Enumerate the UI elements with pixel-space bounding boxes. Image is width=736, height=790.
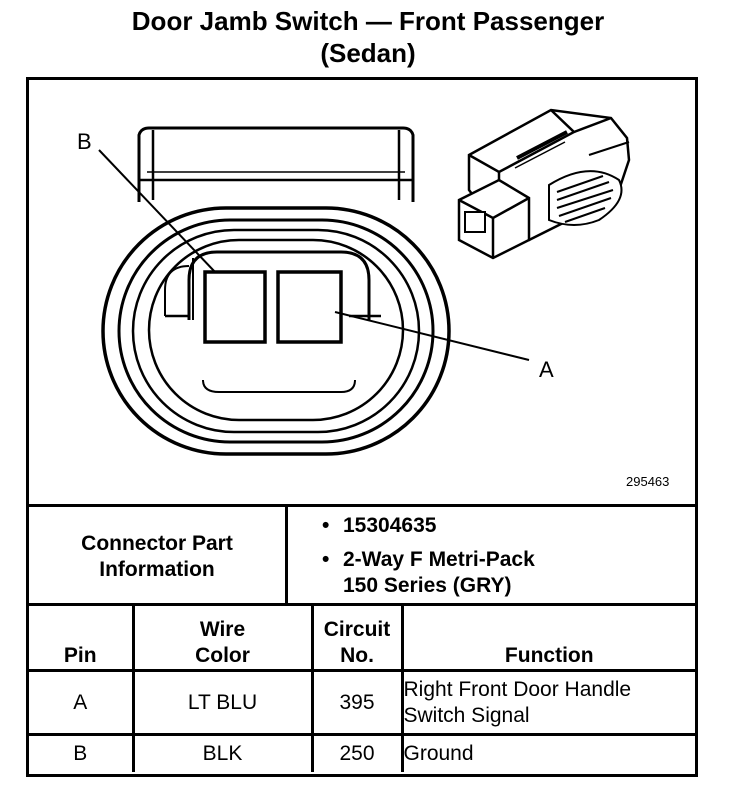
leader-a (334, 311, 530, 361)
page-title: Door Jamb Switch — Front Passenger (131, 6, 605, 36)
connector-series: 150 Series (GRY) (343, 574, 512, 597)
connector-type: 2-Way F Metri-Pack (343, 548, 535, 571)
pin-cell: A (29, 669, 135, 736)
circuit-cell: 250 (310, 733, 404, 772)
leader-b (98, 149, 216, 273)
diagram-frame: B A 295463 Connector Part Information • … (26, 77, 698, 777)
label-a: A (539, 357, 554, 382)
figure-number: 295463 (626, 474, 670, 489)
connector-info-details: • 15304635 • 2-Way F Metri-Pack 150 Seri… (288, 507, 695, 606)
connector-face-drawing (98, 108, 631, 456)
circuit-cell: 395 (310, 669, 404, 736)
connector-info-heading: Connector Part Information (29, 507, 288, 606)
connector-info-heading-line1: Connector Part (81, 531, 233, 555)
label-b: B (77, 129, 92, 154)
part-number: 15304635 (343, 514, 437, 537)
header-pin: Pin (29, 604, 135, 672)
connector-info-heading-line2: Information (99, 557, 215, 581)
bullet: • (322, 514, 330, 537)
wire-color-cell: BLK (131, 733, 314, 772)
connector-diagram: B A 295463 (29, 80, 695, 504)
connector-side-view (457, 108, 631, 260)
page-subtitle: (Sedan) (320, 38, 416, 68)
bullet: • (322, 548, 330, 571)
pin-cell: B (29, 733, 135, 772)
header-function: Function (400, 604, 695, 672)
table-row: B BLK 250 Ground (29, 733, 695, 772)
wire-color-cell: LT BLU (131, 669, 314, 736)
cavity-a (276, 270, 343, 344)
cavity-b (203, 270, 267, 344)
function-cell: Ground (400, 733, 695, 772)
connector-info: Connector Part Information • 15304635 • … (29, 504, 695, 606)
